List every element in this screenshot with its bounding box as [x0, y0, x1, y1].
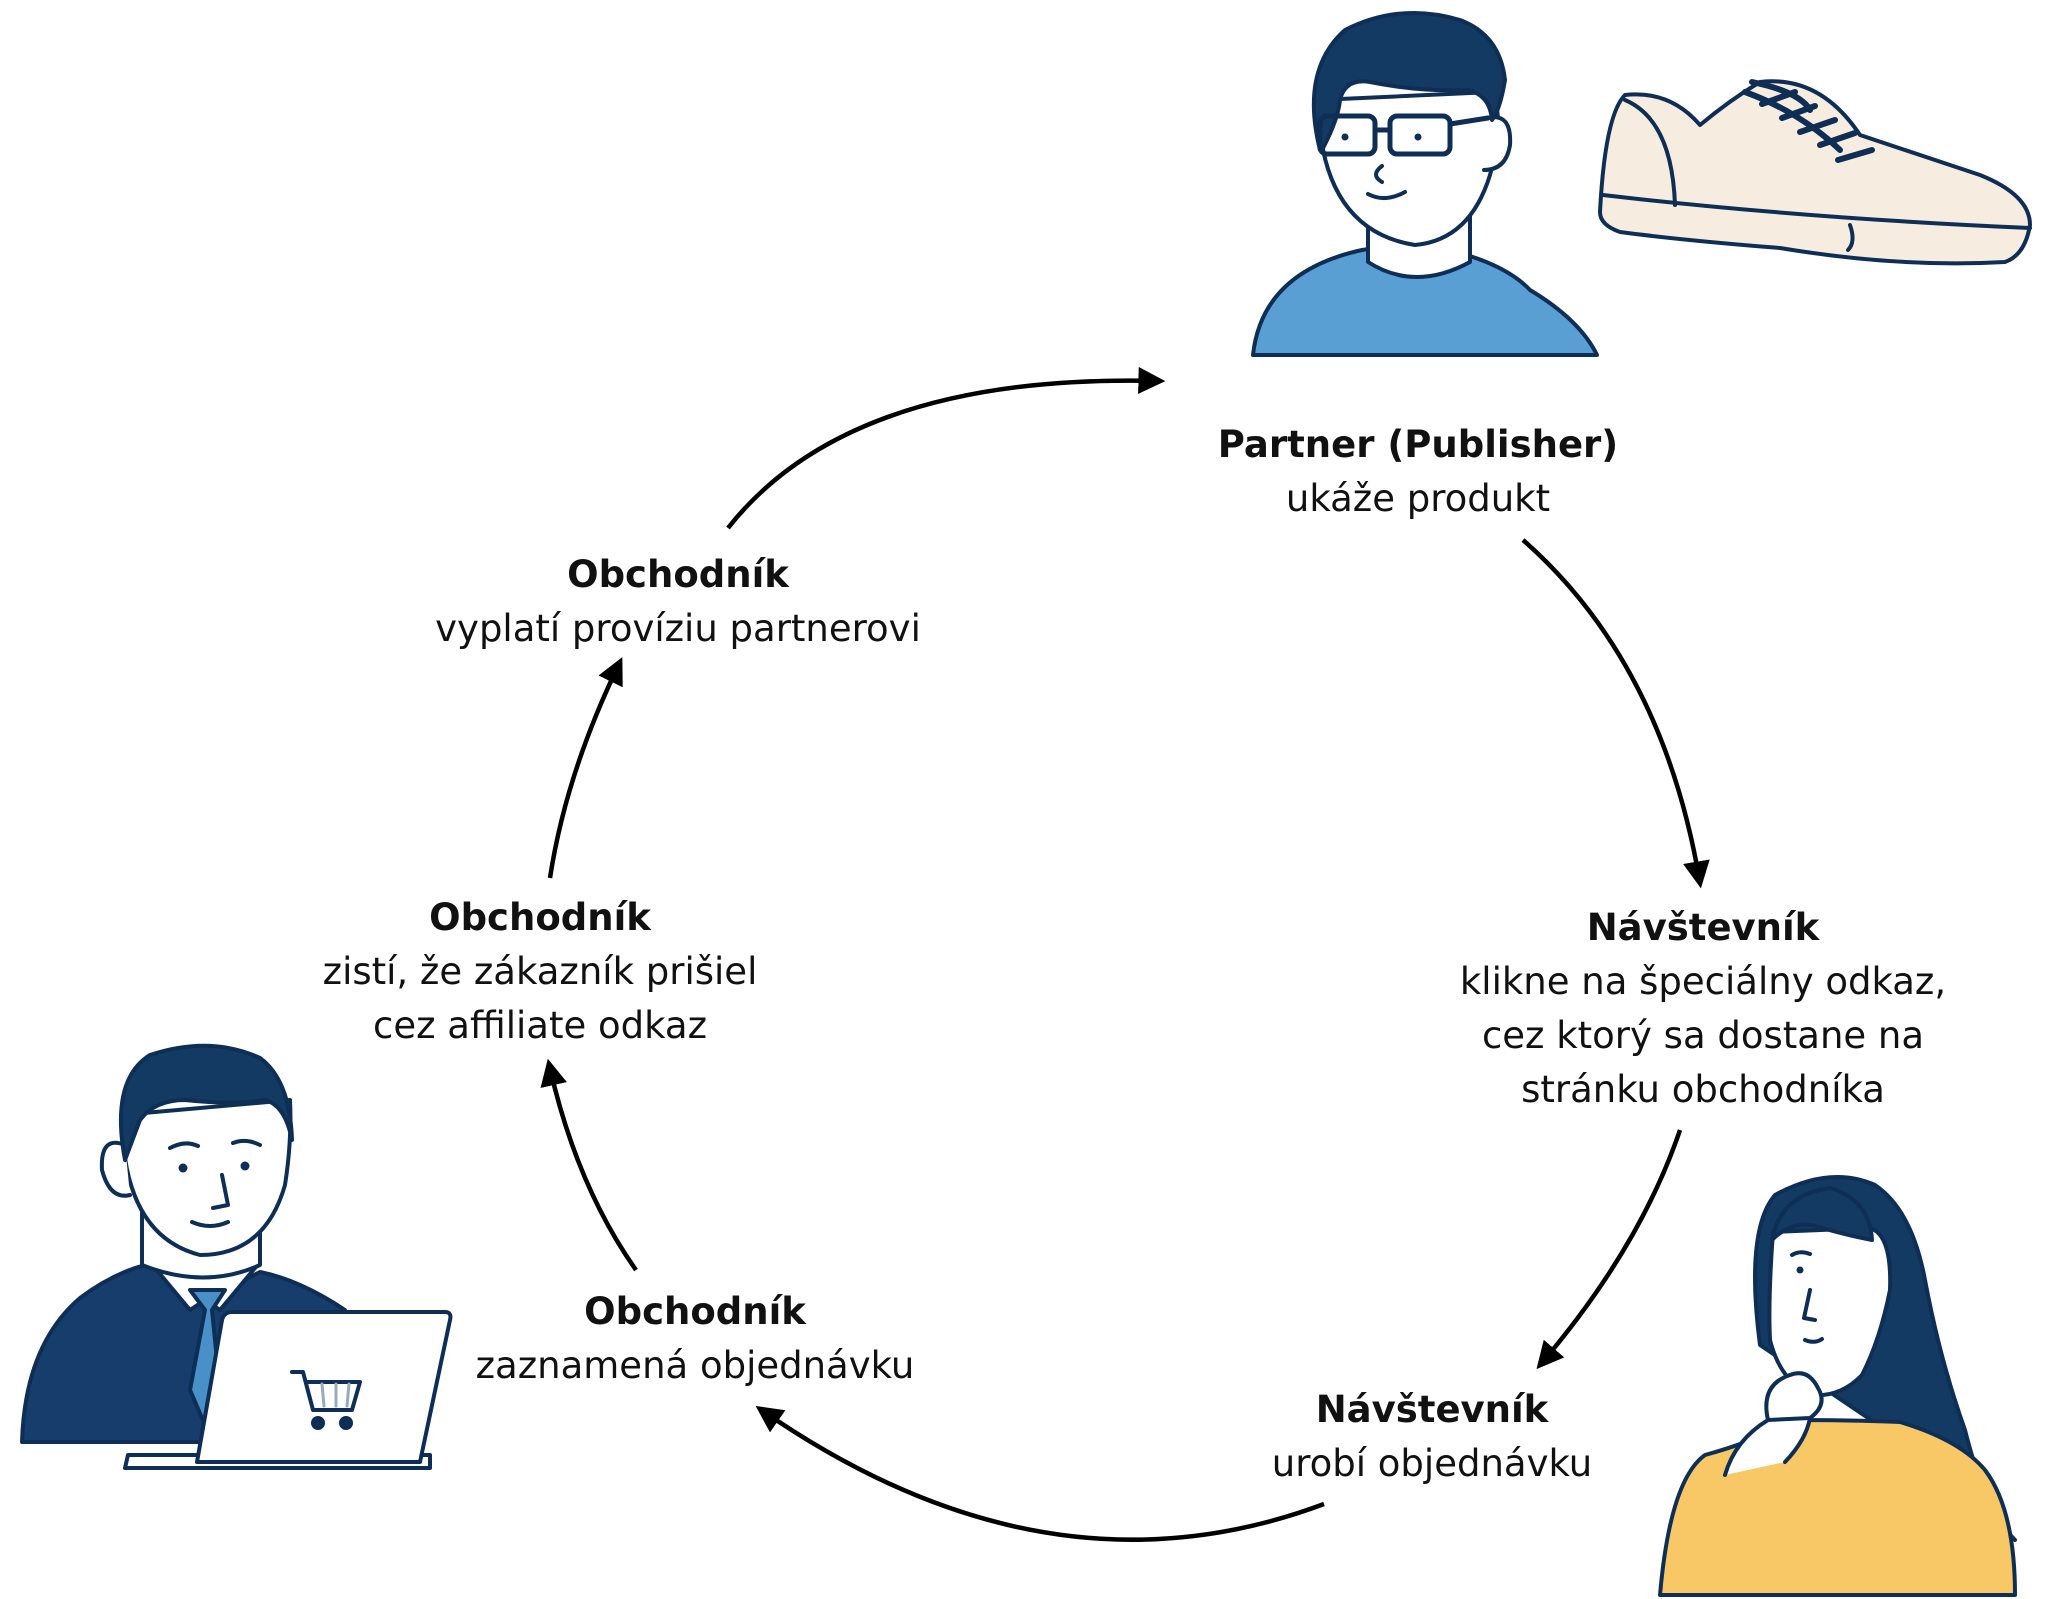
merchant-laptop-icon: [20, 1043, 453, 1470]
step-merchant-record-text: zaznamená objednávku: [475, 1344, 915, 1387]
step-partner-label: Partner (Publisher) ukáže produkt: [1218, 418, 1618, 526]
arrow-partner-to-click: [1521, 538, 1710, 889]
arrow-record-to-detect: [540, 1058, 638, 1272]
step-merchant-detect-text-1: zistí, že zákazník prišiel: [322, 950, 758, 993]
sneaker-icon: [1598, 79, 2032, 266]
step-visitor-order-text: urobí objednávku: [1271, 1442, 1593, 1485]
step-visitor-click-text-1: klikne na špeciálny odkaz,: [1459, 960, 1947, 1003]
step-visitor-order-label: Návštevník urobí objednávku: [1272, 1383, 1592, 1491]
partner-person-icon: [1251, 10, 1599, 357]
arrow-click-to-order: [1536, 1129, 1683, 1370]
step-merchant-detect-text-2: cez affiliate odkaz: [372, 1004, 707, 1047]
visitor-woman-icon: [1658, 1175, 2017, 1597]
arrow-pay-to-partner: [726, 366, 1166, 530]
step-visitor-click-text-2: cez ktorý sa dostane na: [1481, 1014, 1925, 1057]
step-merchant-pay-label: Obchodník vyplatí províziu partnerovi: [435, 548, 921, 656]
step-visitor-click-text-3: stránku obchodníka: [1521, 1068, 1885, 1111]
step-merchant-record-label: Obchodník zaznamená objednávku: [476, 1285, 915, 1393]
step-visitor-click-label: Návštevník klikne na špeciálny odkaz, ce…: [1460, 901, 1946, 1117]
shopping-cart-icon: [290, 1370, 362, 1430]
step-partner-title: Partner (Publisher): [1217, 423, 1619, 466]
step-merchant-pay-text: vyplatí províziu partnerovi: [435, 607, 921, 650]
step-partner-text: ukáže produkt: [1285, 477, 1551, 520]
cycle-arrows: [540, 366, 1710, 1542]
step-merchant-detect-label: Obchodník zistí, že zákazník prišiel cez…: [323, 891, 758, 1053]
step-visitor-order-title: Návštevník: [1315, 1388, 1549, 1431]
step-merchant-detect-title: Obchodník: [429, 896, 651, 939]
arrow-order-to-record: [755, 1405, 1325, 1542]
step-merchant-pay-title: Obchodník: [567, 553, 789, 596]
step-visitor-click-title: Návštevník: [1586, 906, 1820, 949]
step-merchant-record-title: Obchodník: [584, 1290, 806, 1333]
arrow-detect-to-pay: [547, 657, 623, 879]
